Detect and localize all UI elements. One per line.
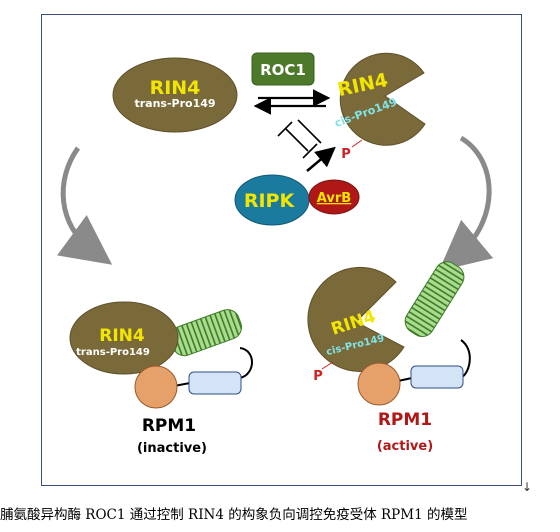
avrb-label: AvrB	[317, 191, 351, 206]
phospho-active: P	[313, 369, 323, 384]
ripk-label: RIPK	[244, 190, 296, 212]
figure-frame	[41, 14, 522, 486]
figure-caption: 脯氨酸异构酶 ROC1 通过控制 RIN4 的构象负向调控免疫受体 RPM1 的…	[0, 507, 468, 523]
rin4-cis-top: RIN4 cis-Pro149 P	[333, 52, 426, 162]
rin4-trans-top-sub: trans-Pro149	[134, 97, 215, 110]
equilibrium-arrows	[253, 89, 331, 115]
rin4-rpm1-model-diagram: RIN4 trans-Pro149 ROC1 RIN4 cis-Pro149 P…	[57, 52, 494, 456]
rpm1-active-state: (active)	[377, 439, 433, 454]
rpm1-active-title: RPM1	[378, 410, 432, 430]
roc1-label: ROC1	[260, 61, 306, 79]
paragraph-mark: ↓	[522, 480, 533, 494]
rpm1-inactive-complex: RIN4 trans-Pro149 RPM1 (inactive)	[69, 301, 253, 456]
ripk-complex: RIPK AvrB	[234, 174, 360, 226]
rin4-inactive-sub: trans-Pro149	[76, 347, 150, 358]
rin4-trans-top-name: RIN4	[150, 77, 201, 99]
roc1-box: ROC1	[251, 52, 315, 86]
curved-arrows	[57, 135, 494, 272]
rpm1-inactive-title: RPM1	[142, 416, 196, 436]
ripk-activation-arrow	[306, 146, 336, 172]
rpm1-inactive-state: (inactive)	[137, 441, 207, 456]
phospho-top: P	[341, 147, 351, 162]
rpm1-active-complex: RIN4 cis-Pro149 P RPM1 (active)	[307, 261, 471, 454]
rin4-trans-top: RIN4 trans-Pro149	[112, 57, 238, 133]
inhibition-symbol	[277, 119, 322, 159]
rin4-inactive-name: RIN4	[99, 326, 145, 346]
